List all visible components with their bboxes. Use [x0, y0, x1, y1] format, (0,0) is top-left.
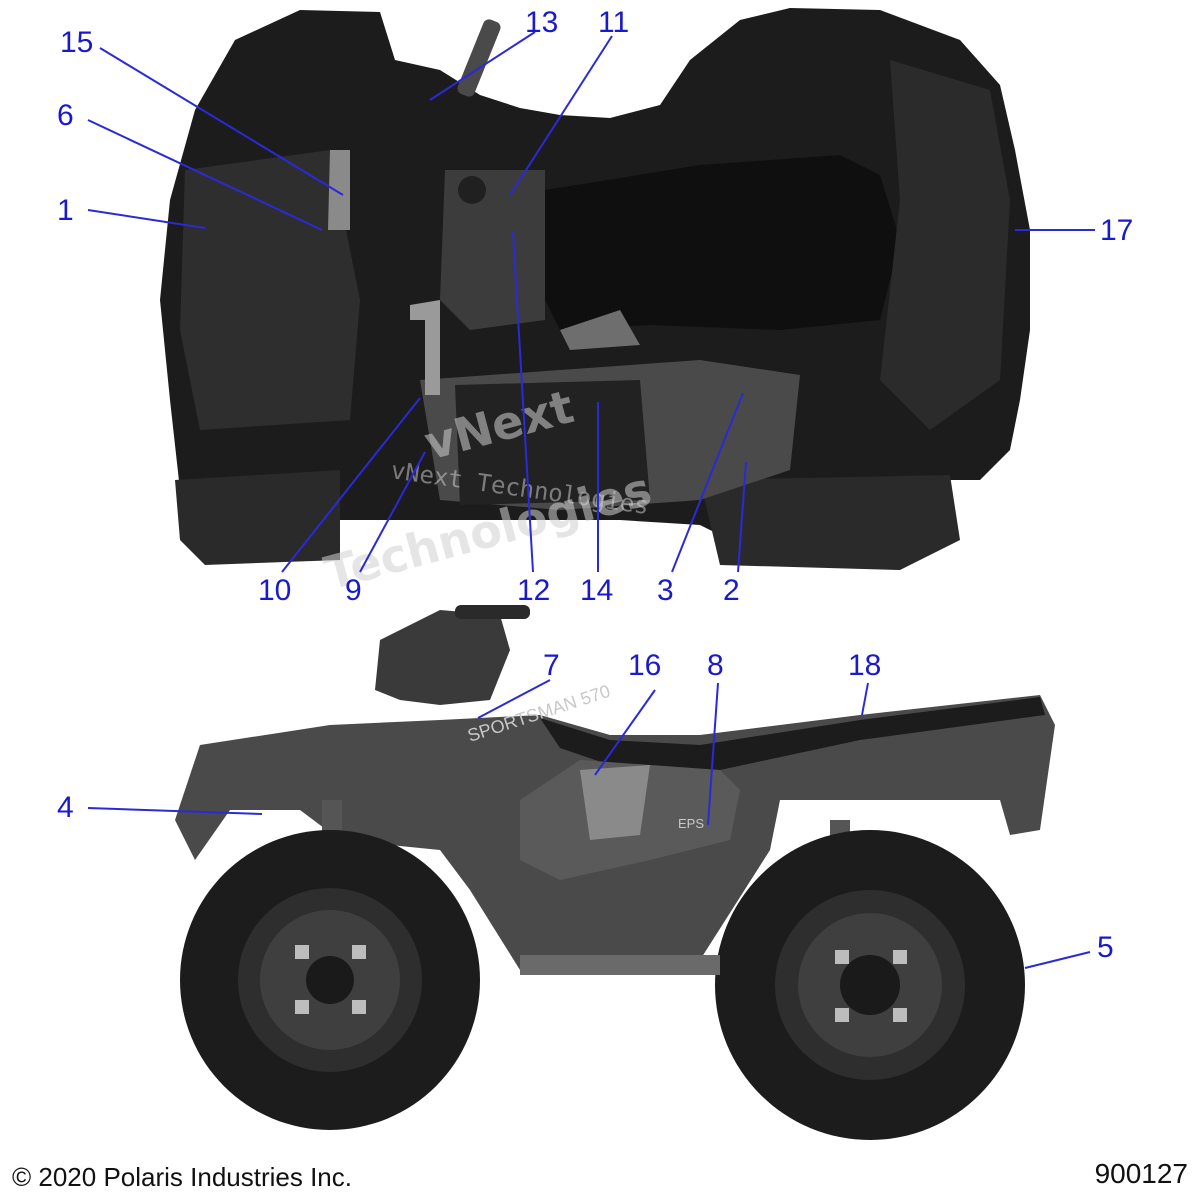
leader-5 — [1024, 951, 1091, 969]
top-view-handlebar — [457, 19, 501, 97]
top-view-rear-rack — [880, 60, 1010, 430]
top-view-accent-1 — [328, 150, 350, 230]
callout-labels: 1 2 3 4 5 6 7 8 9 10 11 12 13 14 15 16 1… — [57, 6, 1133, 964]
top-view-front-rack — [180, 150, 360, 430]
callout-7: 7 — [543, 649, 560, 682]
callout-6: 6 — [57, 99, 74, 132]
leader-3 — [671, 392, 744, 573]
top-view-accent-3 — [560, 310, 640, 350]
rear-wheel — [715, 830, 1025, 1140]
front-wheel — [180, 830, 480, 1130]
callout-9: 9 — [345, 574, 362, 607]
callout-4: 4 — [57, 791, 74, 824]
top-view-console — [440, 170, 545, 330]
callout-10: 10 — [258, 574, 291, 607]
leader-lines — [87, 31, 1095, 969]
atv-side-view: SPORTSMAN 570 EPS — [175, 605, 1055, 1140]
callout-2: 2 — [723, 574, 740, 607]
leader-4 — [87, 807, 263, 815]
side-view-light-panel — [580, 765, 650, 840]
callout-18: 18 — [848, 649, 881, 682]
copyright-text: © 2020 Polaris Industries Inc. — [12, 1162, 352, 1192]
callout-5: 5 — [1097, 931, 1114, 964]
callout-15: 15 — [60, 26, 93, 59]
side-view-headlight-pod — [375, 610, 510, 705]
leader-6 — [87, 119, 323, 231]
atv-top-view — [160, 8, 1030, 570]
leader-16 — [594, 689, 656, 776]
top-view-accent-2 — [410, 300, 440, 395]
side-view-handlebar — [455, 605, 530, 619]
leader-1 — [87, 209, 206, 229]
callout-8: 8 — [707, 649, 724, 682]
leader-8 — [707, 682, 719, 826]
leader-7 — [477, 679, 551, 719]
callout-17: 17 — [1100, 214, 1133, 247]
leader-13 — [429, 31, 536, 101]
top-view-seat — [540, 155, 900, 330]
side-view-footrest — [520, 955, 720, 975]
callout-1: 1 — [57, 194, 74, 227]
fuel-cap-icon — [458, 176, 486, 204]
callout-11: 11 — [598, 6, 629, 39]
leader-15 — [99, 47, 344, 196]
callout-13: 13 — [525, 6, 558, 39]
eps-badge-text: EPS — [678, 816, 704, 831]
diagram-number: 900127 — [1094, 1158, 1188, 1189]
top-view-footwell — [455, 380, 650, 505]
callout-14: 14 — [580, 574, 613, 607]
top-left-front-tire — [175, 470, 340, 565]
leader-10 — [281, 397, 421, 573]
callout-12: 12 — [517, 574, 550, 607]
leader-9 — [359, 451, 426, 573]
side-view-seat — [540, 697, 1045, 770]
leader-11 — [509, 35, 613, 196]
leader-2 — [737, 461, 747, 573]
callout-16: 16 — [628, 649, 661, 682]
leader-18 — [861, 682, 869, 716]
top-right-front-tire — [700, 475, 960, 570]
leader-12 — [512, 231, 534, 573]
callout-3: 3 — [657, 574, 674, 607]
